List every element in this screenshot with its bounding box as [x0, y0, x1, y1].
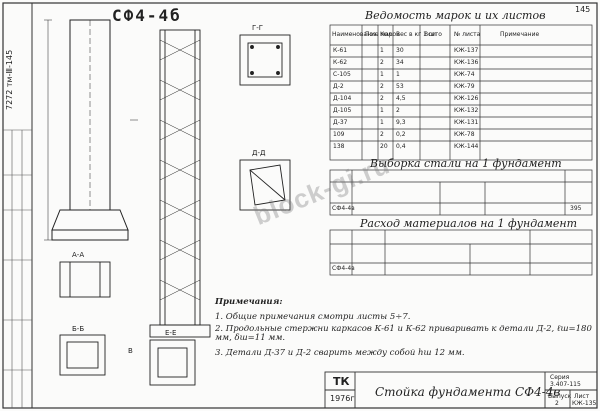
table-marks-grid — [329, 24, 593, 161]
table-cell: К-62 — [333, 59, 348, 66]
reinforcement-cage-view — [149, 29, 211, 338]
col-header-total: Всего — [424, 31, 442, 38]
table-cell: КЖ-79 — [454, 83, 475, 90]
steel-total: 395 — [570, 205, 582, 212]
table-cell: 34 — [396, 59, 404, 66]
section-dd-label: Д-Д — [252, 149, 266, 157]
table-cell: Д-2 — [333, 83, 344, 90]
table-cell: 2 — [380, 95, 384, 102]
table-cell: 0,4 — [396, 143, 406, 150]
col-header-pos: Поз. — [365, 31, 379, 38]
materials-row-label: СФ4-4в — [332, 265, 355, 272]
stage-label: Выпуск — [548, 393, 572, 400]
table-cell: 0,2 — [396, 131, 406, 138]
section-gg-label: Г-Г — [252, 24, 264, 32]
stamp-title: Стойка фундамента СФ4-4в — [375, 385, 561, 399]
section-bb-view — [59, 334, 106, 376]
stamp-year: 1976г — [330, 394, 355, 403]
table-cell: 1 — [396, 71, 400, 78]
table-cell: 1 — [380, 107, 384, 114]
section-aa-view — [59, 261, 111, 298]
table-cell: КЖ-74 — [454, 71, 475, 78]
table-cell: 30 — [396, 47, 404, 54]
table-cell: Д-37 — [333, 119, 348, 126]
stage-value: 2 — [555, 400, 559, 407]
col-header-sheet: № листа — [454, 31, 481, 38]
table-cell: 1 — [380, 71, 384, 78]
table-materials-title: Расход материалов на 1 фундамент — [360, 217, 578, 230]
table-cell: 53 — [396, 83, 404, 90]
series-label: Серия — [550, 374, 570, 381]
table-steel-grid — [329, 169, 593, 216]
table-cell: 20 — [380, 143, 388, 150]
table-cell: 138 — [333, 143, 345, 150]
table-cell: КЖ-136 — [454, 59, 479, 66]
table-cell: 9,3 — [396, 119, 406, 126]
stamp-code: ТК — [333, 375, 350, 388]
table-marks-title: Ведомость марок и их листов — [365, 9, 546, 22]
side-stamp-code: 7272 тм-Ⅲ-145 — [5, 49, 14, 110]
col-header-note: Примечание — [500, 31, 540, 38]
table-cell: 4,5 — [396, 95, 406, 102]
note-2: 2. Продольные стержни каркасов К-61 и К-… — [215, 324, 592, 343]
table-cell: 2 — [380, 59, 384, 66]
view-v-label: В — [128, 347, 133, 355]
table-cell: КЖ-144 — [454, 143, 479, 150]
table-cell: 2 — [380, 131, 384, 138]
table-steel-title: Выборка стали на 1 фундамент — [370, 157, 562, 170]
table-cell: 2 — [380, 83, 384, 90]
table-cell: К-61 — [333, 47, 348, 54]
note-3: 3. Детали Д-37 и Д-2 сварить между собой… — [215, 348, 465, 358]
section-aa-label: А-А — [72, 251, 85, 259]
sheet-number: 145 — [575, 5, 591, 14]
mark-title: СФ4-4б — [112, 6, 182, 25]
title-block-grid — [324, 371, 598, 409]
steel-row-label: СФ4-4в — [332, 205, 355, 212]
col-header-weight: Вес в кг 1 шт — [396, 31, 438, 38]
table-cell: КЖ-132 — [454, 107, 479, 114]
sheet-value: КЖ-135 — [572, 400, 597, 407]
series-value: 3.407-115 — [550, 381, 581, 388]
section-dd-view — [239, 159, 291, 211]
table-cell: КЖ-137 — [454, 47, 479, 54]
table-cell: 1 — [380, 119, 384, 126]
section-ee-label: Е-Е — [165, 329, 177, 337]
table-cell: 2 — [396, 107, 400, 114]
table-materials-grid — [329, 229, 593, 276]
col-header-qty: Кол. — [380, 31, 394, 38]
elevation-view — [44, 19, 138, 241]
section-gg-view — [239, 34, 291, 86]
table-cell: 109 — [333, 131, 345, 138]
table-cell: Д-105 — [333, 107, 352, 114]
col-header-name: Наименование марок — [332, 31, 400, 38]
notes-heading: Примечания: — [215, 297, 283, 307]
table-cell: Д-104 — [333, 95, 352, 102]
table-cell: 1 — [380, 47, 384, 54]
table-cell: КЖ-126 — [454, 95, 479, 102]
sheet-label: Лист — [574, 393, 590, 400]
section-bb-label: Б-Б — [72, 325, 85, 333]
section-ee-view — [149, 339, 196, 386]
table-cell: КЖ-78 — [454, 131, 475, 138]
note-1: 1. Общие примечания смотри листы 5÷7. — [215, 312, 411, 322]
table-cell: С-105 — [333, 71, 351, 78]
left-stamp-grid — [3, 129, 32, 408]
table-cell: КЖ-131 — [454, 119, 479, 126]
